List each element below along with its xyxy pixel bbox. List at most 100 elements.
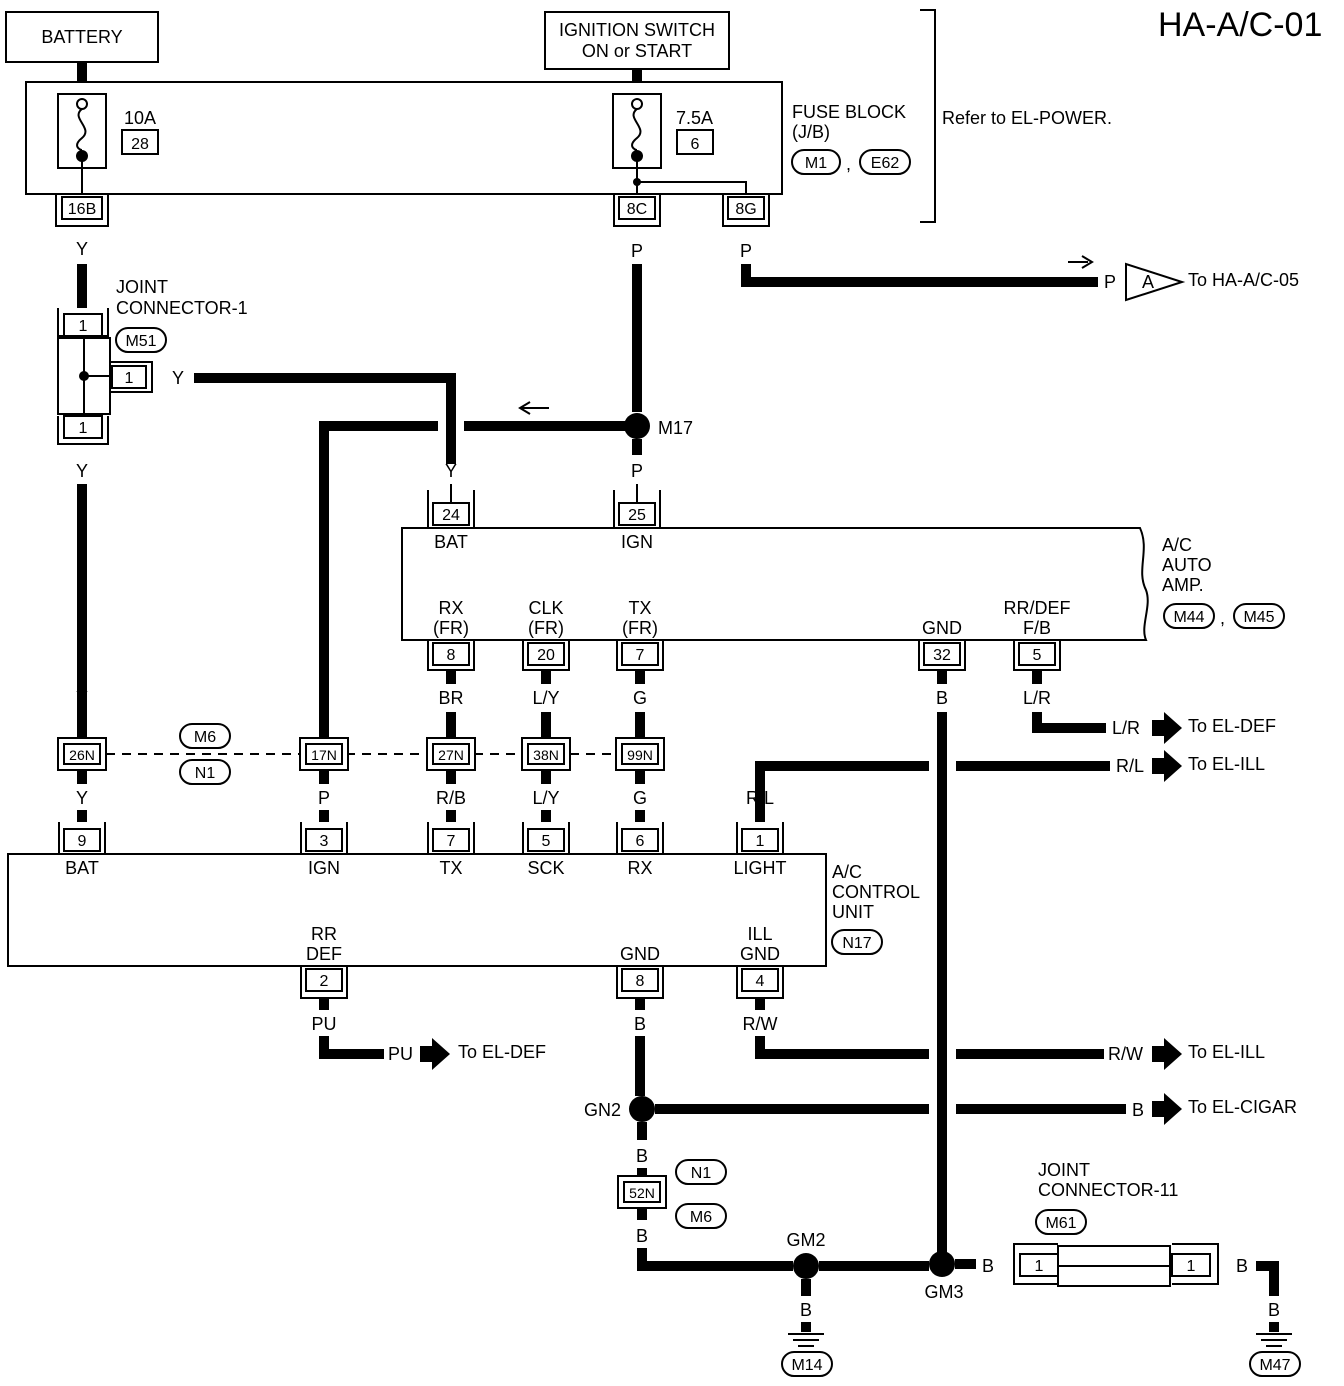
direction-arrow-icon [1068, 255, 1094, 269]
svg-text:38N: 38N [533, 747, 559, 763]
direction-arrow-icon [518, 401, 549, 415]
fuse-7-5a-amp: 7.5A [676, 108, 713, 128]
svg-text:16B: 16B [68, 201, 96, 218]
connector-52n-n1: N1 [691, 1165, 712, 1182]
svg-text:Y: Y [76, 688, 88, 708]
wire-b-52n-to-gm2 [637, 1248, 793, 1271]
svg-text:P: P [318, 788, 330, 808]
svg-text:GN2: GN2 [584, 1100, 621, 1120]
harness-conn-m6: M6 [194, 729, 216, 746]
battery-label: BATTERY [41, 27, 122, 47]
svg-text:99N: 99N [627, 747, 653, 763]
splice-gm2 [793, 1253, 819, 1279]
arrow-right-icon [420, 1038, 450, 1070]
arrow-right-icon [1152, 1093, 1182, 1125]
svg-text:8G: 8G [735, 201, 756, 218]
harness-pin-27n: 27N [426, 737, 476, 771]
amp-pin-25: 25 IGN [613, 490, 661, 552]
ac-auto-amp: A/C AUTO AMP. M44 , M45 [401, 527, 1285, 641]
amp-pin-20: CLK (FR) 20 [522, 598, 570, 671]
svg-text:F/B: F/B [1023, 618, 1051, 638]
svg-text:CONNECTOR-11: CONNECTOR-11 [1038, 1180, 1178, 1200]
svg-text:B: B [1268, 1300, 1280, 1320]
ac-control-unit: A/C CONTROL UNIT N17 [7, 853, 920, 967]
svg-text:DEF: DEF [306, 944, 342, 964]
joint1-conn-m51: M51 [125, 333, 156, 350]
svg-text:TX: TX [628, 598, 651, 618]
svg-text:(FR): (FR) [622, 618, 658, 638]
fuse-7-5a-number: 6 [691, 136, 700, 153]
ground-m47: M47 [1259, 1357, 1290, 1374]
svg-text:,: , [846, 154, 851, 174]
svg-text:AUTO: AUTO [1162, 555, 1212, 575]
svg-text:RX: RX [438, 598, 463, 618]
svg-text:G: G [633, 688, 647, 708]
svg-text:Y: Y [172, 368, 184, 388]
svg-text:RR/DEF: RR/DEF [1004, 598, 1071, 618]
svg-text:JOINT: JOINT [116, 277, 168, 297]
svg-text:RR: RR [311, 924, 337, 944]
svg-text:BR: BR [438, 688, 463, 708]
svg-text:P: P [318, 688, 330, 708]
svg-text:CONNECTOR-1: CONNECTOR-1 [116, 298, 248, 318]
svg-text:20: 20 [537, 647, 555, 664]
svg-text:P: P [1104, 272, 1116, 292]
harness-pin-99n: 99N [615, 737, 665, 771]
svg-text:M17: M17 [658, 418, 693, 438]
svg-text:8: 8 [636, 973, 645, 990]
svg-text:32: 32 [933, 647, 951, 664]
svg-text:R/W: R/W [1108, 1044, 1143, 1064]
svg-text:A: A [1142, 272, 1154, 292]
amp-conn-m44: M44 [1173, 609, 1204, 626]
fuse-block-title-line1: FUSE BLOCK [792, 102, 906, 122]
svg-text:B: B [636, 1226, 648, 1246]
svg-text:9: 9 [78, 833, 87, 850]
wire-p-to-ha-ac-05 [741, 264, 1098, 287]
svg-text:24: 24 [442, 507, 460, 524]
svg-text:1: 1 [756, 833, 765, 850]
svg-text:GM2: GM2 [786, 1230, 825, 1250]
fuse-block-title-line2: (J/B) [792, 122, 830, 142]
refer-el-power: Refer to EL-POWER. [942, 108, 1112, 128]
svg-text:A/C: A/C [1162, 535, 1192, 555]
refer-bracket [920, 9, 936, 223]
control-pin-5: 5 SCK [522, 822, 570, 878]
svg-text:P: P [631, 461, 643, 481]
svg-text:Y: Y [445, 461, 457, 481]
svg-text:4: 4 [756, 973, 765, 990]
joint11-conn-m61: M61 [1045, 1215, 1076, 1232]
dest-el-cigar: To EL-CIGAR [1188, 1097, 1297, 1117]
wire-y-to-amp-bat [194, 373, 456, 455]
battery-box: BATTERY [5, 11, 159, 63]
dest-ha-ac-05: To HA-A/C-05 [1188, 270, 1299, 290]
svg-text:CONTROL: CONTROL [832, 882, 920, 902]
svg-text:Y: Y [76, 461, 88, 481]
svg-text:B: B [1236, 1256, 1248, 1276]
svg-text:GND: GND [620, 944, 660, 964]
page-code: HA-A/C-01 [1158, 6, 1322, 44]
control-pin-7: 7 TX [427, 822, 475, 878]
control-conn-n17: N17 [842, 935, 871, 952]
svg-text:UNIT: UNIT [832, 902, 874, 922]
fuse-10a-amp: 10A [124, 108, 156, 128]
ground-icon [788, 1333, 824, 1347]
ground-icon [1256, 1333, 1292, 1347]
dest-el-def-2: To EL-DEF [458, 1042, 546, 1062]
svg-text:PU: PU [388, 1044, 413, 1064]
svg-text:JOINT: JOINT [1038, 1160, 1090, 1180]
svg-text:Y: Y [76, 239, 88, 259]
control-pin-1: 1 LIGHT [733, 822, 787, 878]
fuse-block-conn-m1: M1 [805, 155, 827, 172]
svg-text:27N: 27N [438, 747, 464, 763]
terminal-16b: 16B [55, 194, 109, 227]
svg-text:52N: 52N [629, 1185, 655, 1201]
splice-m17 [624, 413, 650, 439]
fuse-10a-element-icon [76, 108, 87, 151]
svg-text:3: 3 [320, 833, 329, 850]
svg-text:8C: 8C [627, 201, 647, 218]
ground-m14: M14 [791, 1357, 822, 1374]
svg-text:Y: Y [76, 788, 88, 808]
control-pin-8: GND 8 [616, 944, 664, 999]
dest-el-def: To EL-DEF [1188, 716, 1276, 736]
svg-text:B: B [936, 688, 948, 708]
